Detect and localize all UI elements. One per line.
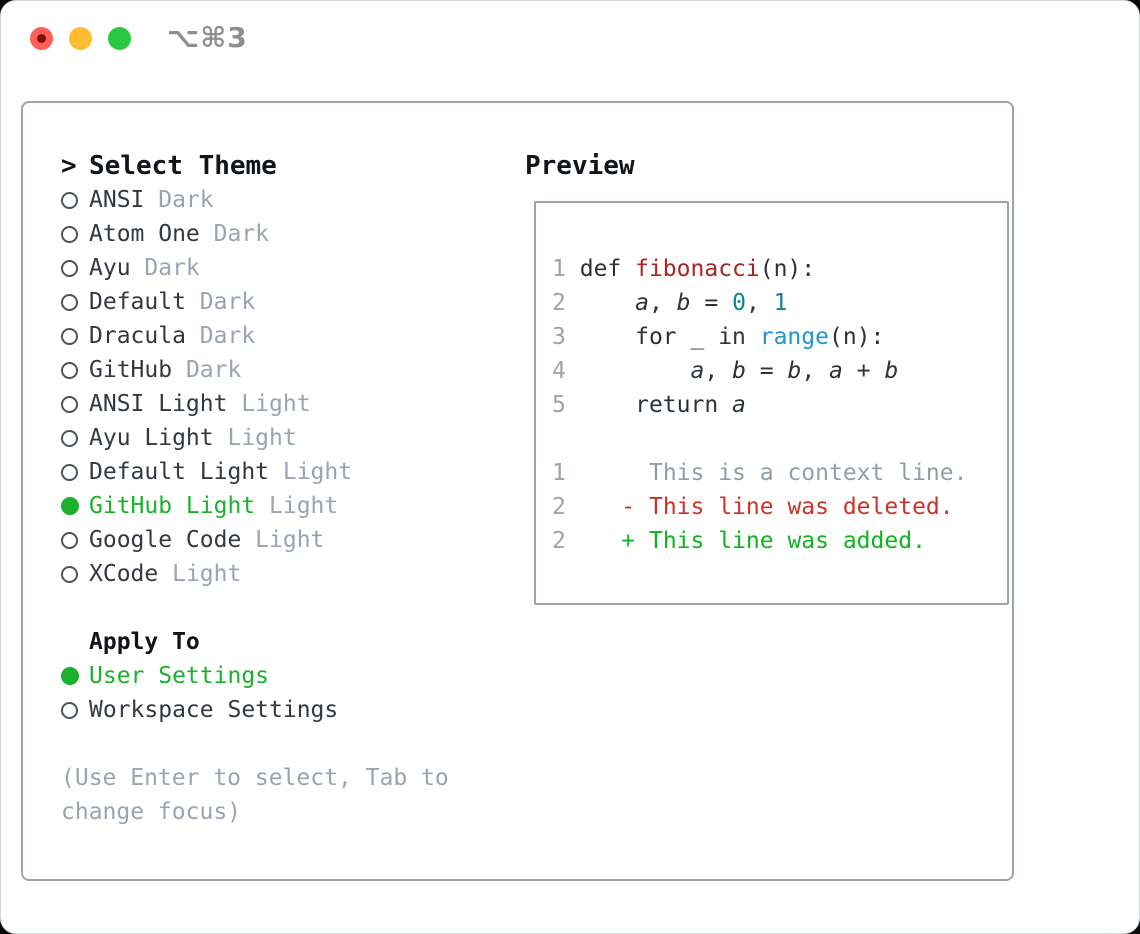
theme-option-github-dark[interactable]: GitHub Dark [61, 353, 503, 387]
preview-title: Preview [525, 151, 635, 181]
theme-option-label: Google Code [89, 527, 242, 553]
diff-text: This is a context line. [648, 460, 968, 486]
window-title-shortcut: ⌥⌘3 [167, 21, 248, 54]
theme-option-label: ANSI Light [89, 391, 228, 417]
theme-option-ansi-light-light[interactable]: ANSI Light Light [61, 387, 503, 421]
theme-option-xcode-light[interactable]: XCode Light [61, 557, 503, 591]
theme-option-label: GitHub Light [89, 493, 256, 519]
minimize-button[interactable] [69, 27, 92, 50]
radio-icon [61, 259, 78, 277]
theme-option-google-code-light[interactable]: Google Code Light [61, 523, 503, 557]
select-theme-header-row: > Select Theme [61, 149, 503, 183]
theme-option-label: GitHub [89, 357, 173, 383]
line-number: 1 [552, 460, 566, 486]
diff-line-add: 2 + This line was added. [552, 524, 1007, 558]
radio-icon [61, 327, 78, 345]
code-line: 4 a, b = b, a + b [552, 358, 899, 384]
radio-icon [61, 191, 78, 209]
diff-text: This line was added. [648, 528, 926, 554]
theme-option-label: Dracula [89, 323, 186, 349]
code-line: 1 def fibonacci(n): [552, 256, 816, 282]
line-number: 2 [552, 494, 566, 520]
theme-variant-label: Light [282, 459, 353, 485]
radio-icon [61, 531, 78, 549]
radio-icon [61, 293, 78, 311]
theme-variant-label: Dark [199, 323, 256, 349]
theme-variant-label: Light [172, 561, 242, 587]
radio-icon [61, 701, 78, 719]
apply-option-workspace-settings[interactable]: Workspace Settings [61, 693, 503, 727]
theme-variant-label: Dark [213, 221, 270, 247]
blank-line [552, 422, 1007, 456]
radio-icon [61, 395, 78, 413]
diff-sample: 1 This is a context line.2 - This line w… [552, 456, 1007, 558]
theme-option-default-dark[interactable]: Default Dark [61, 285, 503, 319]
preview-box: 1 def fibonacci(n): 2 a, b = 0, 1 3 for _ … [534, 201, 1009, 605]
select-theme-title: Select Theme [89, 151, 277, 181]
theme-option-ayu-dark[interactable]: Ayu Dark [61, 251, 503, 285]
theme-option-label: XCode [89, 561, 159, 587]
line-number: 5 [552, 392, 566, 418]
diff-line-del: 2 - This line was deleted. [552, 490, 1007, 524]
radio-icon [61, 225, 78, 243]
theme-option-ayu-light-light[interactable]: Ayu Light Light [61, 421, 503, 455]
close-button[interactable] [30, 27, 53, 50]
radio-icon [61, 565, 78, 583]
apply-option-user-settings[interactable]: User Settings [61, 659, 503, 693]
theme-variant-label: Dark [144, 255, 200, 281]
theme-option-label: Default Light [89, 459, 270, 485]
radio-selected-icon [61, 497, 79, 515]
theme-variant-label: Dark [185, 357, 242, 383]
theme-option-label: ANSI [89, 187, 145, 213]
preview-column: Preview 1 def fibonacci(n): 2 a, b = 0, 1… [503, 149, 1009, 879]
line-number: 2 [552, 290, 566, 316]
traffic-lights [30, 27, 131, 50]
radio-icon [61, 361, 78, 379]
focus-marker: > [61, 151, 77, 181]
theme-variant-label: Light [269, 493, 339, 519]
hint-text: (Use Enter to select, Tab to change focu… [61, 765, 449, 825]
theme-variant-label: Light [227, 425, 297, 451]
unsaved-changes-dot-icon [37, 34, 46, 43]
radio-icon [61, 463, 78, 481]
theme-option-default-light-light[interactable]: Default Light Light [61, 455, 503, 489]
line-number: 3 [552, 324, 566, 350]
apply-to-header-row: Apply To [61, 625, 503, 659]
diff-marker-icon: + [621, 528, 636, 554]
line-number: 1 [552, 256, 566, 282]
theme-variant-label: Light [241, 391, 311, 417]
theme-option-dracula-dark[interactable]: Dracula Dark [61, 319, 503, 353]
theme-variant-label: Light [255, 527, 325, 553]
code-sample: 1 def fibonacci(n): 2 a, b = 0, 1 3 for _ … [552, 252, 1007, 422]
theme-option-label: Ayu Light [89, 425, 214, 451]
zoom-button[interactable] [108, 27, 131, 50]
line-number: 2 [552, 528, 566, 554]
diff-text: This line was deleted. [648, 494, 954, 520]
code-line: 3 for _ in range(n): [552, 324, 885, 350]
theme-option-ansi-dark[interactable]: ANSI Dark [61, 183, 503, 217]
theme-option-atom-one-dark[interactable]: Atom One Dark [61, 217, 503, 251]
theme-option-label: Ayu [89, 255, 131, 281]
apply-option-label: Workspace Settings [89, 697, 339, 723]
apply-to-title: Apply To [89, 629, 200, 655]
line-number: 4 [552, 358, 566, 384]
theme-option-label: Atom One [89, 221, 200, 247]
theme-variant-label: Dark [199, 289, 256, 315]
diff-marker-icon [621, 460, 635, 486]
code-line: 2 a, b = 0, 1 [552, 290, 788, 316]
radio-selected-icon [61, 667, 79, 685]
radio-icon [61, 429, 78, 447]
diff-line-context: 1 This is a context line. [552, 456, 1007, 490]
code-line: 5 return a [552, 392, 746, 418]
theme-variant-label: Dark [158, 187, 214, 213]
apply-option-label: User Settings [89, 663, 270, 689]
theme-option-github-light-light[interactable]: GitHub Light Light [61, 489, 503, 523]
theme-option-label: Default [89, 289, 186, 315]
diff-marker-icon: - [621, 494, 636, 520]
